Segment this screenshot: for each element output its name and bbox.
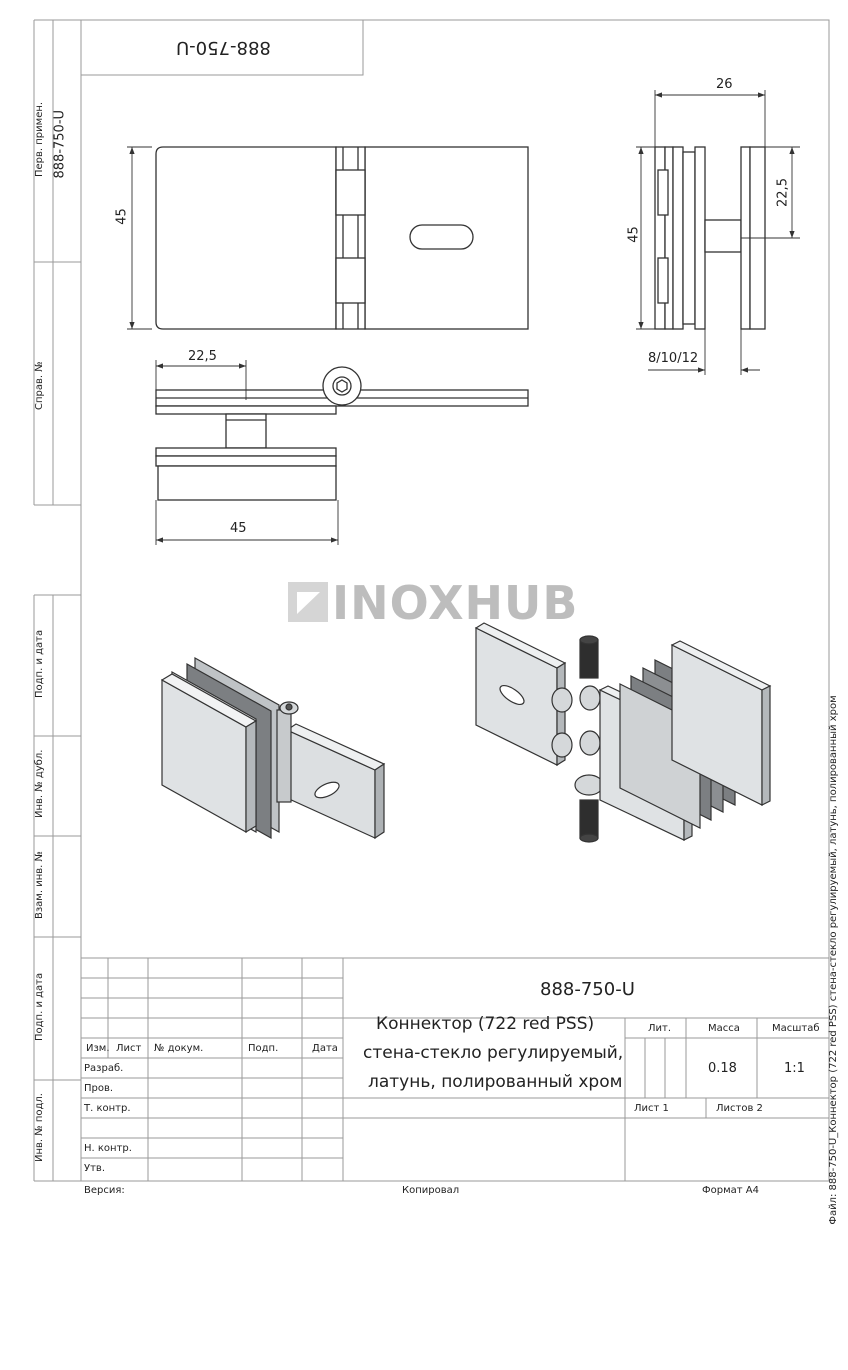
footer-version: Версия: [84,1185,125,1196]
dim-side-height: 45 [626,226,642,243]
footer-format: Формат А4 [702,1185,759,1196]
role-n-kontr: Н. контр. [84,1143,132,1154]
watermark-text: INOXHUB [332,576,579,630]
side-label-inv-dubl: Инв. № дубл. [34,749,45,818]
side-label-podp-data-2: Подп. и дата [34,972,45,1041]
role-utv: Утв. [84,1163,105,1174]
side-label-perv-code: 888-750-U [52,109,68,179]
isometric-assembled [160,656,386,840]
dim-side-width: 26 [716,77,733,92]
title-name-line2: стена-стекло регулируемый, [363,1043,624,1063]
dim-top-width: 22,5 [188,349,217,364]
hdr-docum: № докум. [154,1043,204,1054]
side-label-vzam-inv: Взам. инв. № [34,851,45,919]
watermark-logo-icon [288,582,328,622]
top-code-box [80,19,364,76]
front-view [155,146,529,330]
hdr-list: Лист [116,1043,142,1054]
title-name-line1: Коннектор (722 red PSS) [376,1014,595,1034]
main-frame [80,19,830,1182]
top-code-text: 888-750-U [176,37,271,58]
list-label: Лист 1 [634,1103,669,1114]
massa-label: Масса [708,1023,740,1034]
title-block-grid [81,957,829,1181]
dim-side-half: 22,5 [775,178,791,207]
top-view [155,366,529,501]
hdr-podp: Подп. [248,1043,279,1054]
footer-kopiroval: Копировал [402,1185,460,1196]
file-caption: Файл: 888-750-U_Коннектор (722 red PSS) … [828,695,839,1225]
massa-value: 0.18 [708,1061,737,1076]
drawing-sheet [33,19,830,1182]
hdr-izm: Изм. [86,1043,110,1054]
hdr-data: Дата [312,1043,338,1054]
title-code: 888-750-U [540,979,635,1000]
isometric-exploded [474,622,772,843]
lit-label: Лит. [648,1023,672,1034]
side-label-sprav: Справ. № [34,361,45,410]
dim-glass: 8/10/12 [648,351,699,366]
masshtab-label: Масштаб [772,1023,820,1034]
role-razrab: Разраб. [84,1063,124,1074]
side-label-perv-primen: Перв. примен. [34,101,45,177]
role-t-kontr: Т. контр. [84,1103,131,1114]
title-name-line3: латунь, полированный хром [368,1072,623,1092]
listov-label: Листов 2 [716,1103,763,1114]
side-label-inv-podl: Инв. № подл. [34,1093,45,1162]
dim-front-height: 45 [114,208,130,225]
masshtab-value: 1:1 [784,1061,805,1076]
role-prov: Пров. [84,1083,114,1094]
dim-top-total: 45 [230,521,247,536]
side-label-podp-data-1: Подп. и дата [34,629,45,698]
